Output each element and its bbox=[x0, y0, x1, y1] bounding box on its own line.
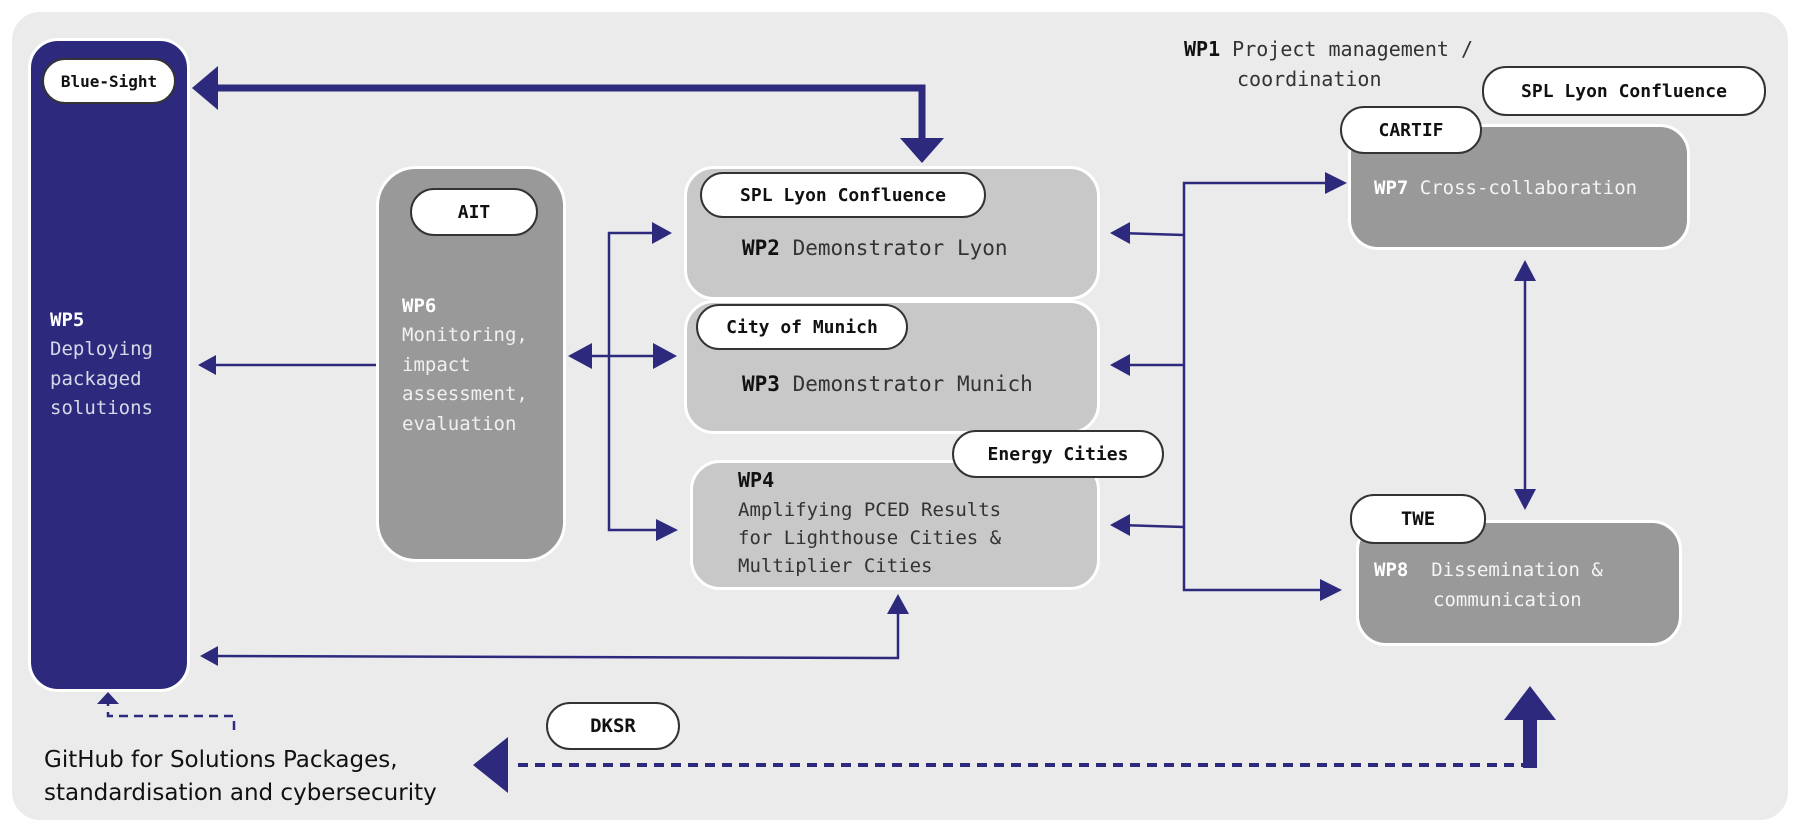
wp1-text: WP1 Project management / coordination bbox=[1184, 34, 1473, 94]
wp7-code: WP7 bbox=[1374, 177, 1409, 199]
wp2-title: Demonstrator Lyon bbox=[792, 236, 1008, 260]
partner-city-of-munich: City of Munich bbox=[696, 304, 908, 350]
wp2-code: WP2 bbox=[742, 236, 780, 260]
arrowhead-dksr bbox=[473, 737, 508, 793]
wp4-box bbox=[690, 460, 1100, 590]
wp1-title-line-2: coordination bbox=[1237, 67, 1382, 91]
partner-spl-lyon-wp7: SPL Lyon Confluence bbox=[1482, 66, 1766, 116]
wp6-line-4: evaluation bbox=[402, 412, 517, 435]
twe-up-shaft bbox=[1523, 716, 1537, 768]
wp4-text: WP4 Amplifying PCED Results for Lighthou… bbox=[738, 466, 1001, 580]
arrowhead-wp7 bbox=[1325, 172, 1347, 194]
wp5-line-2: packaged bbox=[50, 367, 142, 390]
arrowhead-wp3-right bbox=[1110, 354, 1130, 376]
wp4-to-wp5-line bbox=[211, 606, 900, 660]
wp5-code: WP5 bbox=[50, 309, 85, 331]
partner-dksr: DKSR bbox=[546, 702, 680, 750]
wp6-line-1: Monitoring, bbox=[402, 324, 528, 347]
arrowhead-wp8 bbox=[1320, 579, 1342, 601]
partner-cartif: CARTIF bbox=[1340, 106, 1482, 154]
wp2-title-row: WP2 Demonstrator Lyon bbox=[742, 232, 1008, 265]
wp4-line-2: for Lighthouse Cities & bbox=[738, 526, 1002, 549]
partner-energy-cities: Energy Cities bbox=[952, 430, 1164, 478]
wp8-text: WP8 Dissemination & communication bbox=[1374, 555, 1603, 616]
wp1-code: WP1 bbox=[1184, 37, 1221, 61]
partner-twe: TWE bbox=[1350, 494, 1486, 544]
wp5-text: WP5 Deploying packaged solutions bbox=[50, 306, 153, 424]
arrowhead-lyon-top bbox=[900, 138, 944, 163]
arrowhead-wp5-mid bbox=[198, 355, 216, 375]
wp4-code: WP4 bbox=[738, 468, 775, 492]
wp3-title: Demonstrator Munich bbox=[792, 372, 1033, 396]
arrowhead-bluesight bbox=[192, 66, 218, 110]
wp5-box bbox=[28, 38, 190, 692]
wp6-bracket-line bbox=[607, 231, 665, 532]
arrowhead-wp7-up bbox=[1514, 260, 1536, 281]
wp7-title-row: WP7 Cross-collaboration bbox=[1374, 174, 1637, 203]
arrowhead-wp8-down bbox=[1514, 489, 1536, 510]
wp6-line-2: impact bbox=[402, 353, 471, 376]
wp5-line-3: solutions bbox=[50, 397, 153, 420]
wp6-text: WP6 Monitoring, impact assessment, evalu… bbox=[402, 292, 528, 439]
github-line-1: GitHub for Solutions Packages, bbox=[44, 747, 398, 773]
arrowhead-twe-up bbox=[1504, 686, 1556, 720]
wp8-code: WP8 bbox=[1374, 559, 1409, 581]
wp3-title-row: WP3 Demonstrator Munich bbox=[742, 368, 1033, 401]
github-text: GitHub for Solutions Packages, standardi… bbox=[44, 744, 437, 811]
wp6-line-3: assessment, bbox=[402, 383, 528, 406]
wp1-trunk-line bbox=[1182, 181, 1330, 592]
arrowhead-wp4-left bbox=[656, 519, 678, 541]
wp8-line-2: communication bbox=[1433, 589, 1582, 612]
arrowhead-github-up bbox=[97, 692, 119, 704]
github-dashed-line bbox=[106, 702, 236, 730]
wp3-code: WP3 bbox=[742, 372, 780, 396]
wp4-line-1: Amplifying PCED Results bbox=[738, 498, 1002, 521]
arrowhead-wp5-bottom bbox=[200, 646, 218, 666]
arrowhead-wp2-left bbox=[652, 222, 672, 244]
arrowhead-wp4-up bbox=[887, 594, 909, 614]
partner-spl-lyon: SPL Lyon Confluence bbox=[700, 172, 986, 218]
wp8-line-1: Dissemination & bbox=[1431, 559, 1603, 581]
arrowhead-wp4-right bbox=[1110, 514, 1130, 536]
github-line-2: standardisation and cybersecurity bbox=[44, 780, 437, 807]
wp5-line-1: Deploying bbox=[50, 338, 153, 361]
wp4-line-3: Multiplier Cities bbox=[738, 554, 933, 577]
arrowhead-wp2-right bbox=[1110, 222, 1130, 244]
arrowhead-wp3-left bbox=[653, 343, 677, 369]
bluesight-lyon-connector bbox=[215, 84, 926, 138]
partner-blue-sight: Blue-Sight bbox=[42, 58, 176, 104]
wp6-code: WP6 bbox=[402, 295, 437, 317]
partner-ait: AIT bbox=[410, 188, 538, 236]
arrowhead-wp6-right bbox=[568, 343, 592, 369]
wp1-title-line-1: Project management / bbox=[1232, 37, 1473, 61]
wp7-title: Cross-collaboration bbox=[1419, 177, 1638, 199]
